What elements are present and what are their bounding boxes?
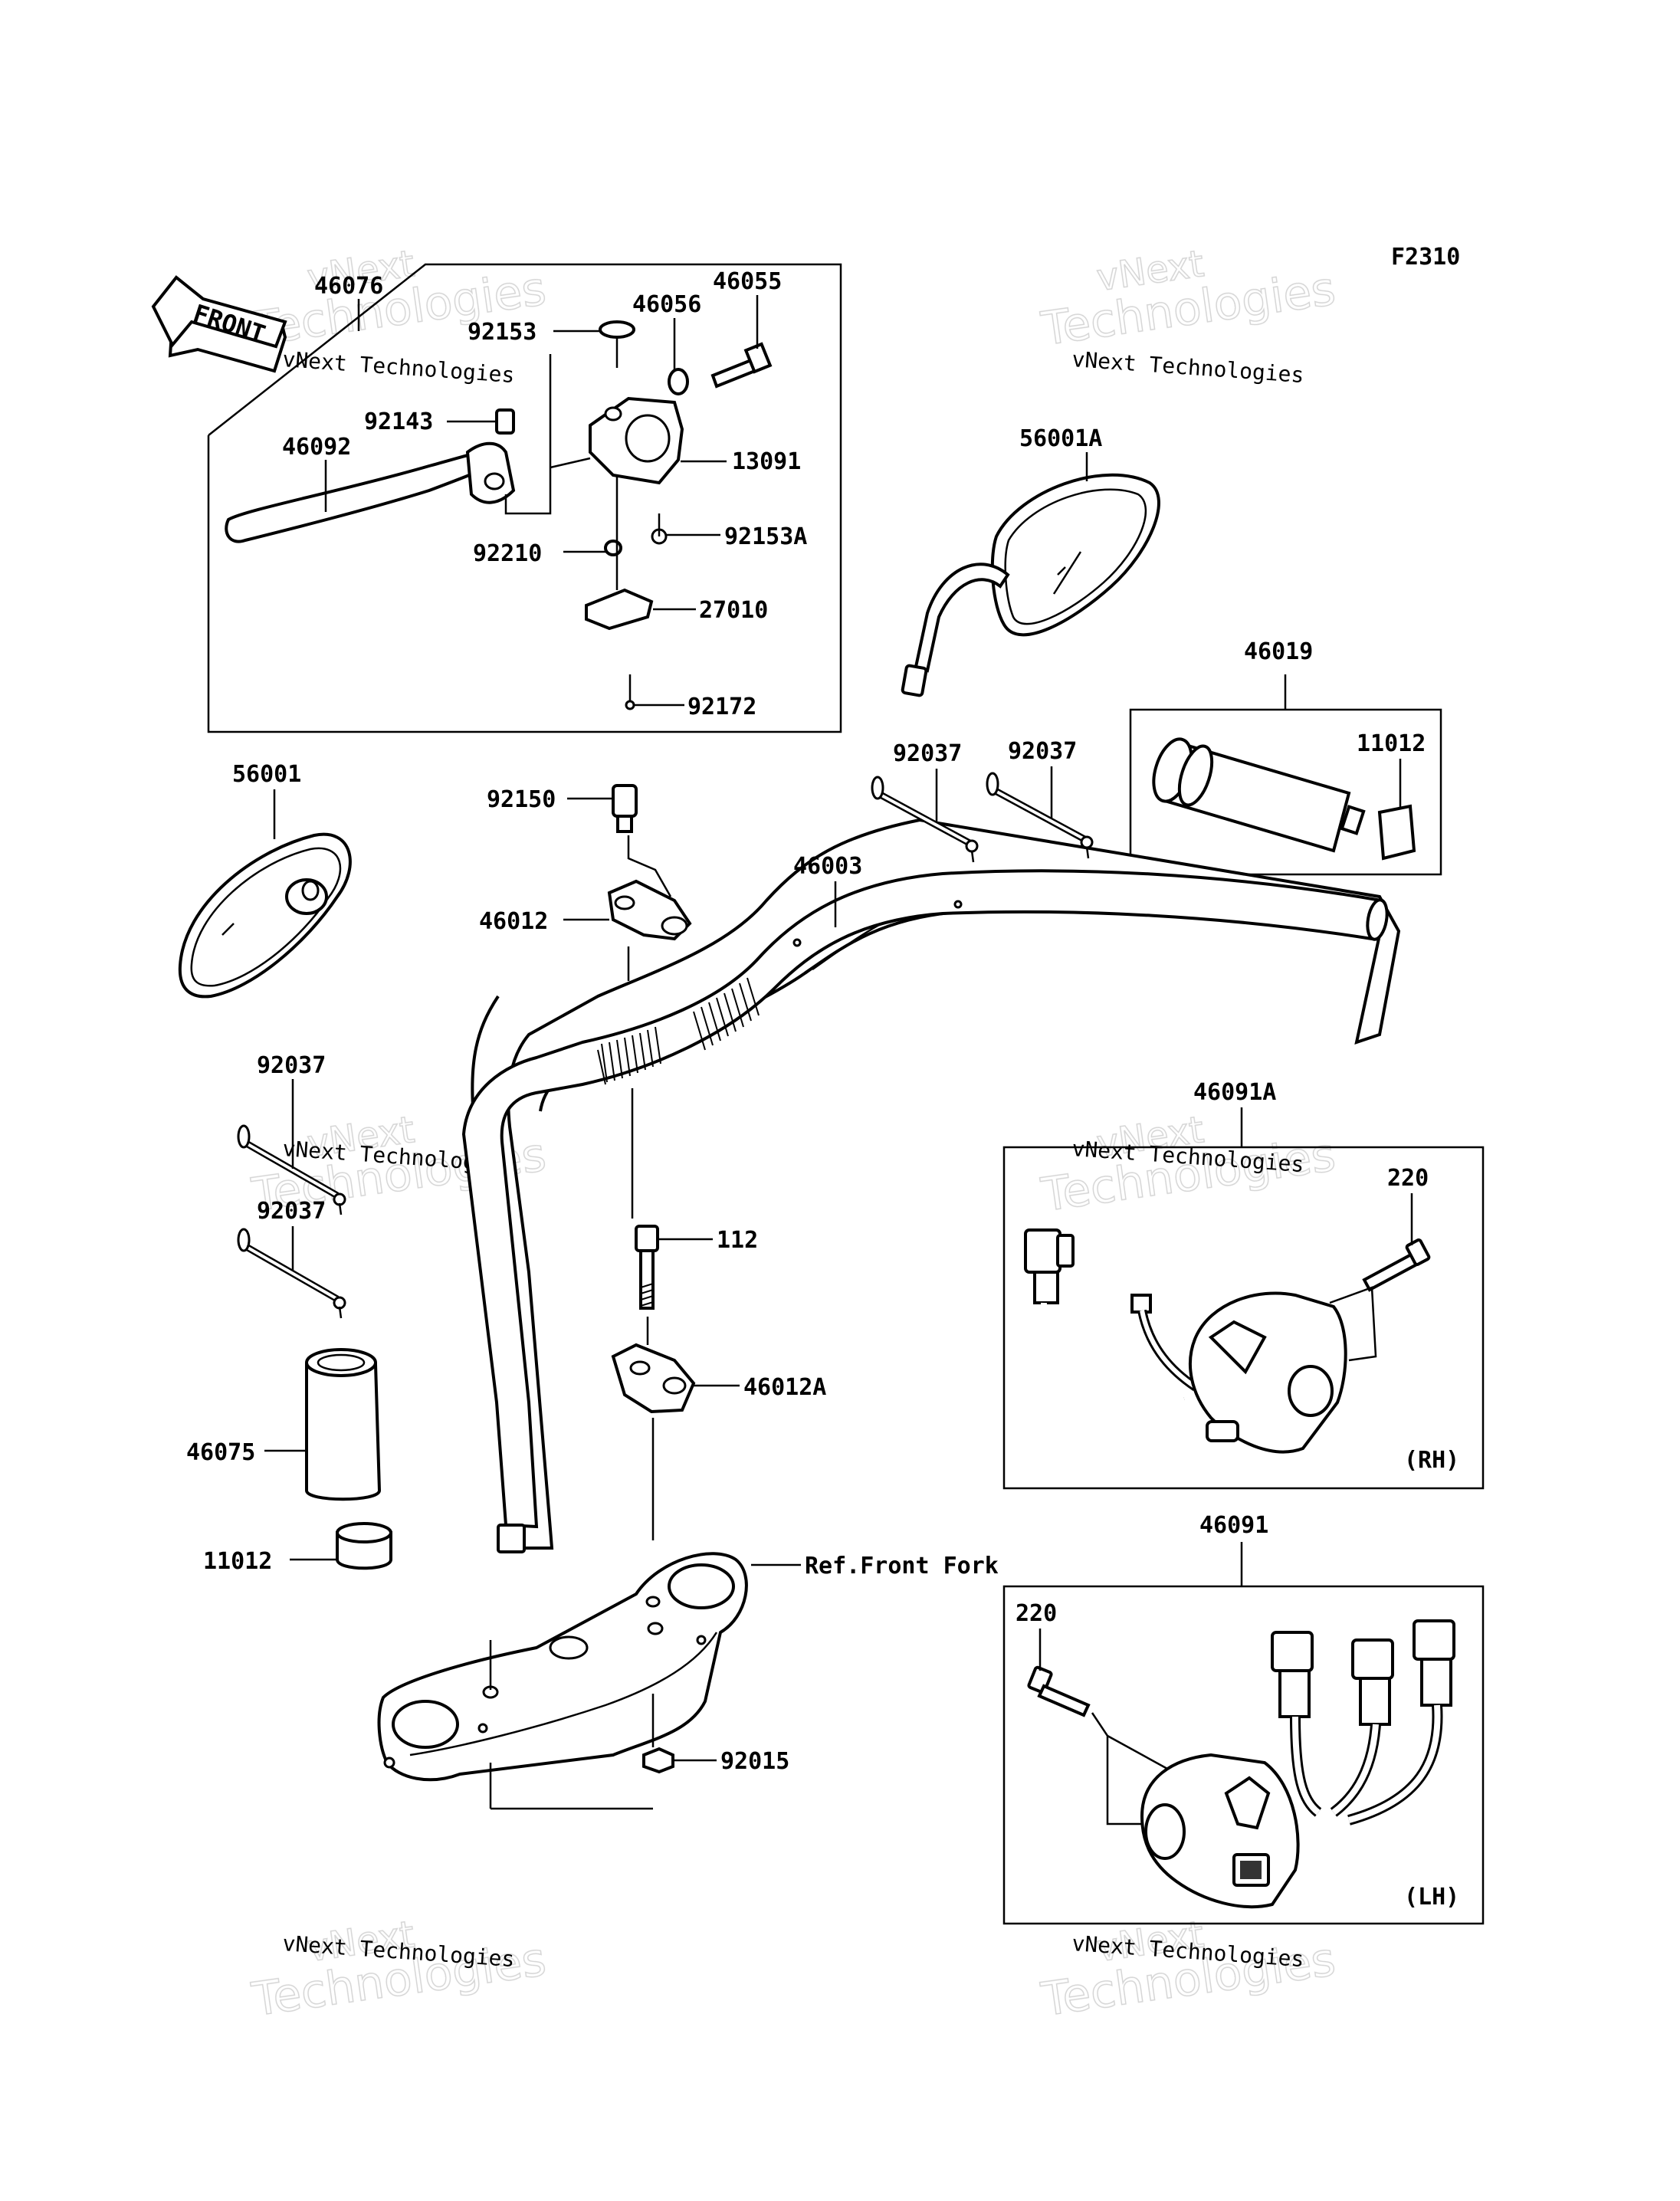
mirror-left bbox=[178, 832, 352, 999]
upper-triple-clamp bbox=[377, 1552, 748, 1810]
label-92015[interactable]: 92015 bbox=[720, 1748, 789, 1775]
clip-92037-a bbox=[871, 776, 979, 863]
label-46075[interactable]: 46075 bbox=[186, 1439, 255, 1466]
grip-46019 bbox=[1129, 708, 1442, 876]
label-46012A[interactable]: 46012A bbox=[743, 1374, 826, 1401]
handlebar-clamps bbox=[607, 784, 696, 1540]
label-46056[interactable]: 46056 bbox=[632, 291, 701, 318]
watermark-2: vNext Technologies bbox=[1037, 241, 1339, 356]
label-46091[interactable]: 46091 bbox=[1199, 1512, 1268, 1539]
label-46076[interactable]: 46076 bbox=[314, 273, 383, 300]
label-46055[interactable]: 46055 bbox=[713, 268, 782, 295]
label-11012-b[interactable]: 11012 bbox=[203, 1548, 272, 1575]
part-labels: 46076 46055 46056 92153 92143 46092 1309… bbox=[186, 268, 1459, 1911]
label-92150[interactable]: 92150 bbox=[487, 786, 556, 813]
label-46092[interactable]: 46092 bbox=[282, 434, 351, 461]
label-27010[interactable]: 27010 bbox=[699, 597, 768, 624]
label-56001[interactable]: 56001 bbox=[232, 761, 301, 788]
label-46091A[interactable]: 46091A bbox=[1193, 1079, 1276, 1106]
watermark-brand-1: vNext Technologies bbox=[282, 346, 516, 388]
leader-lines bbox=[264, 295, 1413, 1762]
label-92172[interactable]: 92172 bbox=[687, 694, 756, 720]
handlebar bbox=[461, 818, 1401, 1553]
cable-clips bbox=[237, 772, 1094, 1319]
label-92153[interactable]: 92153 bbox=[468, 319, 536, 346]
label-92153A[interactable]: 92153A bbox=[724, 523, 807, 550]
rh-switch-assembly bbox=[1002, 1146, 1485, 1490]
lh-switch-assembly bbox=[1002, 1585, 1485, 1925]
label-46012[interactable]: 46012 bbox=[479, 908, 548, 935]
clutch-switch bbox=[585, 588, 654, 631]
label-46019[interactable]: 46019 bbox=[1244, 638, 1313, 665]
label-92037-d[interactable]: 92037 bbox=[257, 1198, 326, 1225]
label-11012-a[interactable]: 11012 bbox=[1357, 730, 1426, 757]
lh-label: (LH) bbox=[1404, 1884, 1459, 1911]
label-92210[interactable]: 92210 bbox=[473, 540, 542, 567]
label-220-b[interactable]: 220 bbox=[1016, 1600, 1057, 1627]
mirror-right bbox=[901, 473, 1160, 697]
label-220-a[interactable]: 220 bbox=[1387, 1165, 1429, 1192]
clip-92037-c bbox=[237, 1124, 346, 1215]
label-46003[interactable]: 46003 bbox=[793, 853, 862, 880]
watermark-brand-2: vNext Technologies bbox=[1071, 346, 1305, 388]
figure-code: F2310 bbox=[1391, 244, 1460, 271]
clip-92037-d bbox=[237, 1228, 346, 1319]
front-arrow: FRONT bbox=[151, 275, 287, 373]
label-92037-c[interactable]: 92037 bbox=[257, 1052, 326, 1079]
left-grip bbox=[305, 1348, 392, 1570]
label-56001A[interactable]: 56001A bbox=[1019, 425, 1102, 452]
label-92143[interactable]: 92143 bbox=[364, 408, 433, 435]
label-13091[interactable]: 13091 bbox=[732, 448, 801, 475]
clip-92037-b bbox=[986, 772, 1094, 859]
clutch-lever-assembly bbox=[207, 263, 842, 733]
ref-front-fork-note: Ref.Front Fork bbox=[805, 1553, 999, 1579]
label-112[interactable]: 112 bbox=[717, 1227, 758, 1254]
clutch-lever bbox=[225, 446, 508, 543]
rh-label: (RH) bbox=[1404, 1447, 1459, 1474]
label-92037-b[interactable]: 92037 bbox=[1008, 738, 1077, 765]
label-92037-a[interactable]: 92037 bbox=[893, 740, 962, 767]
